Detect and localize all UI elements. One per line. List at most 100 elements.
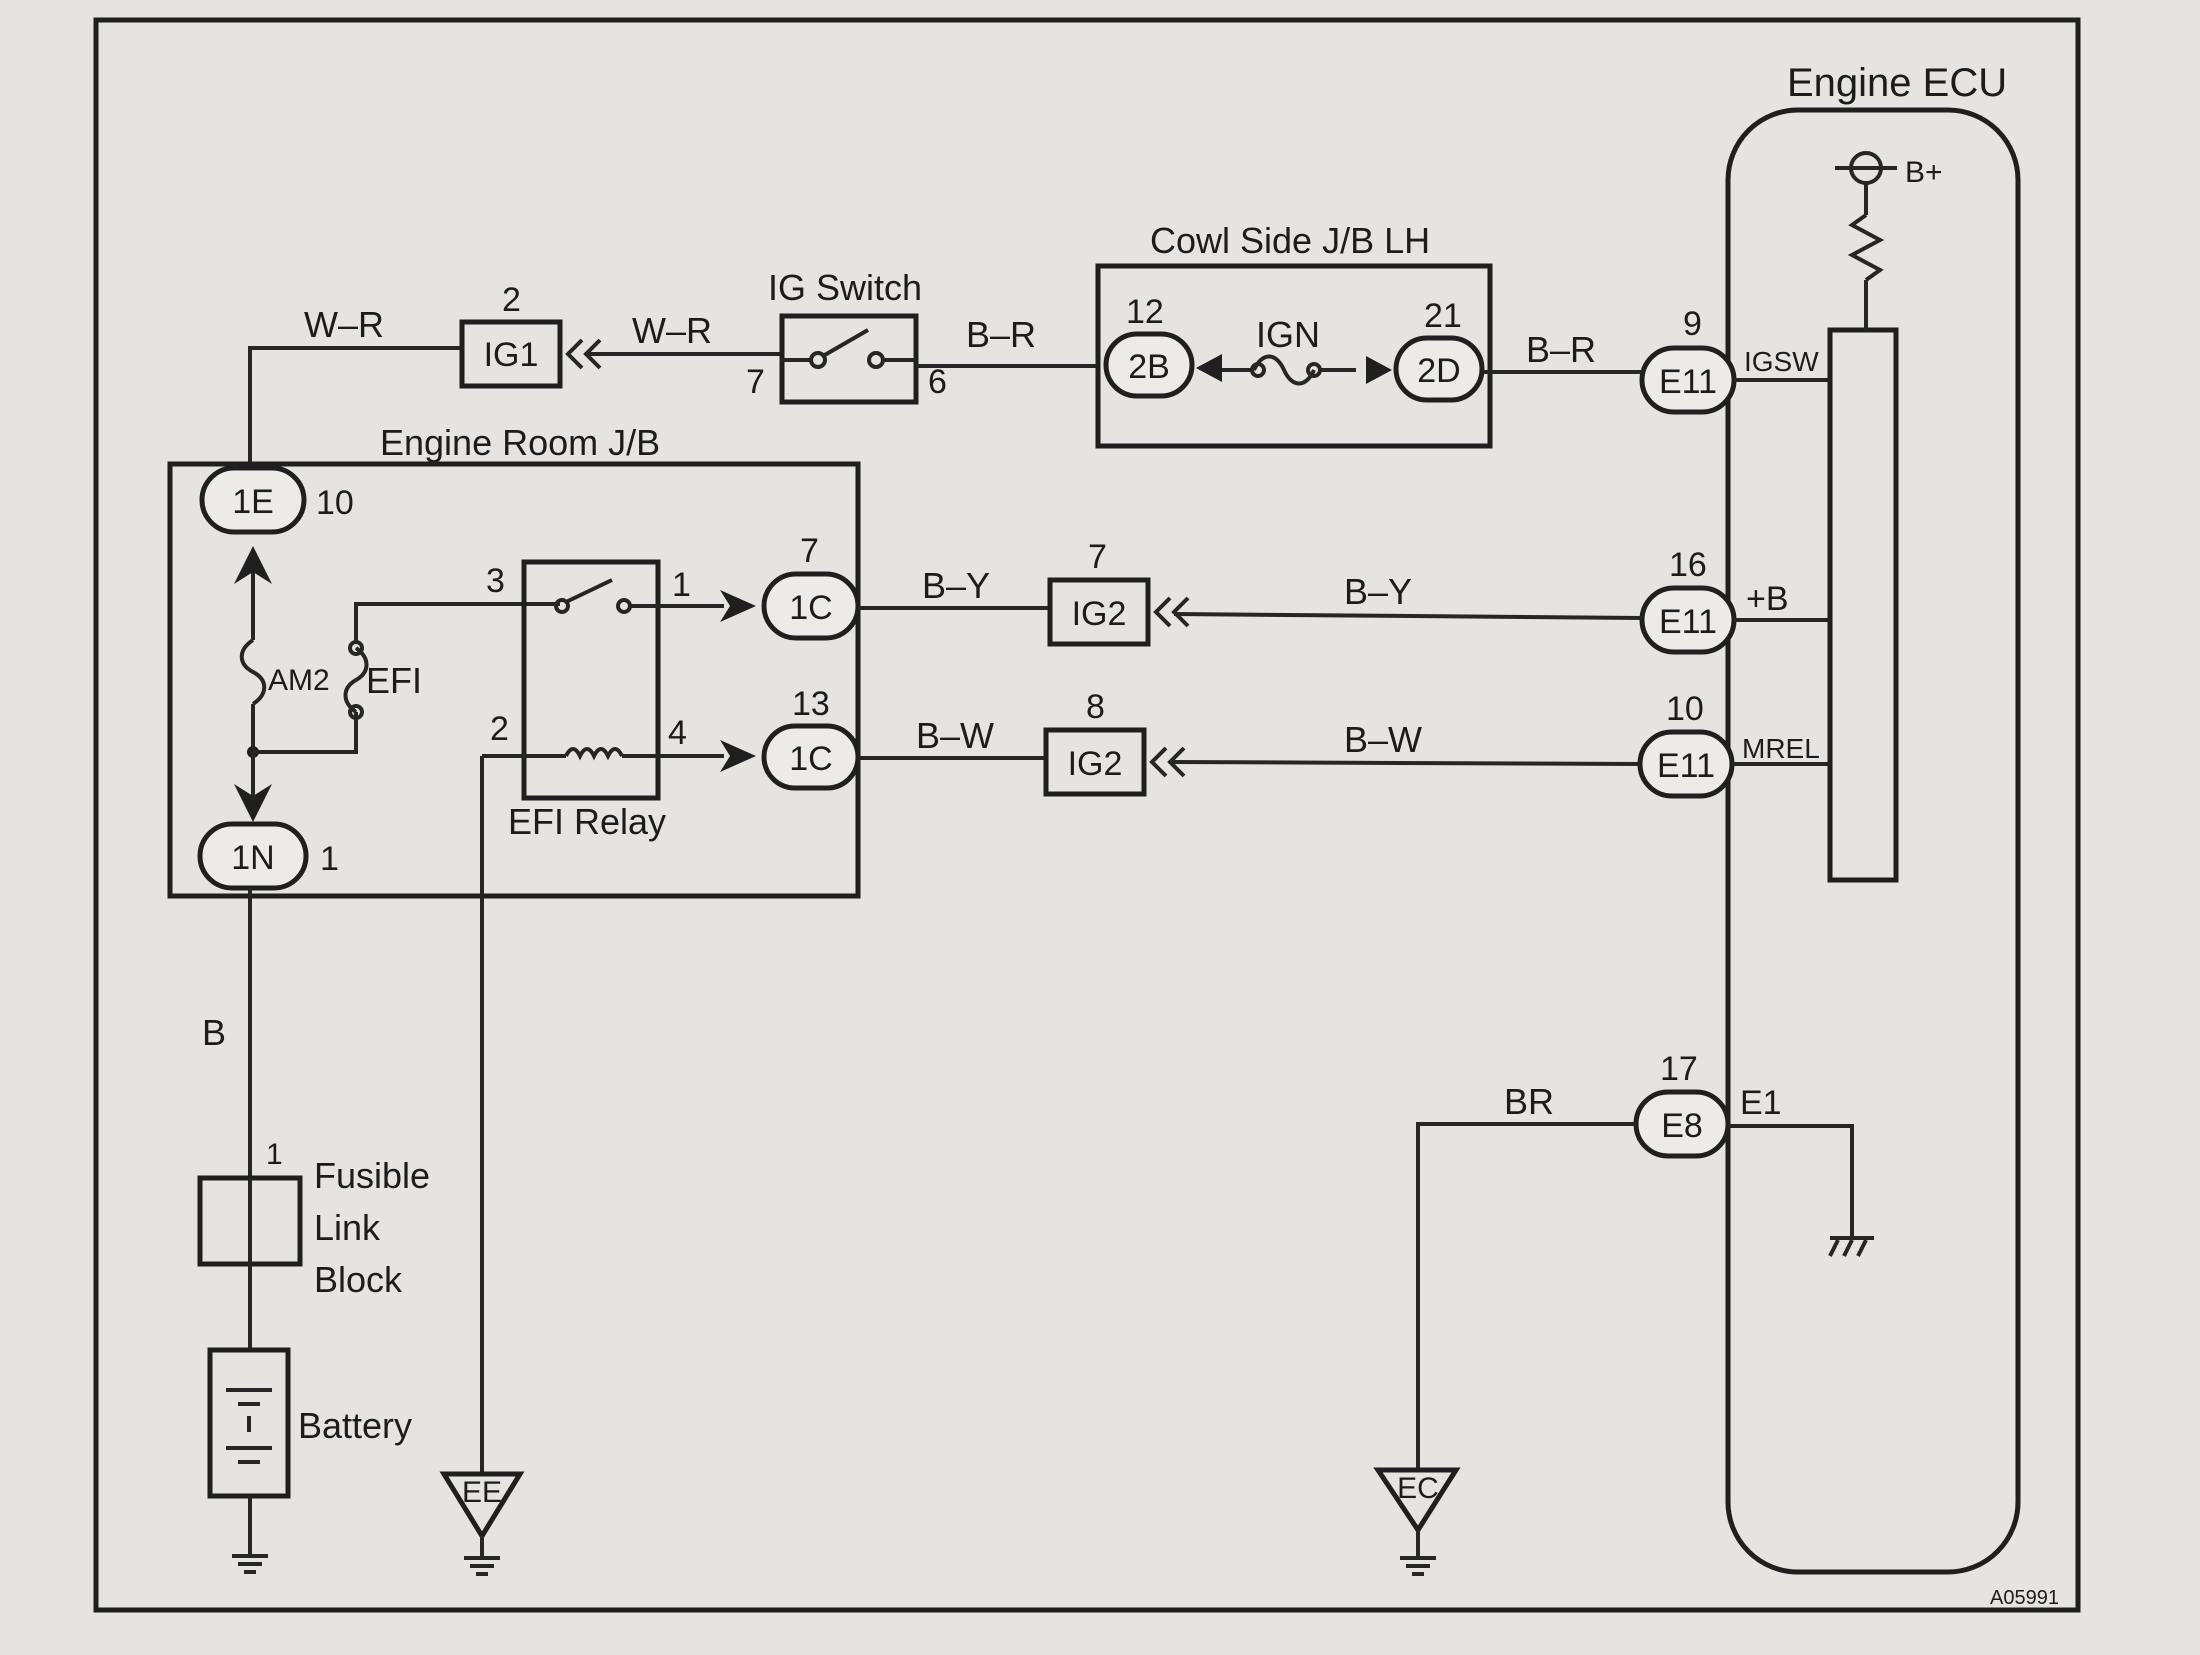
cowl-jb-left-connector-label: 2B xyxy=(1128,348,1170,386)
wire-label-w-r-left: W–R xyxy=(304,304,384,345)
ig2-lower-label: IG2 xyxy=(1068,745,1123,783)
engine-room-jb-box xyxy=(167,461,861,899)
wire-br-ground xyxy=(1416,1122,1636,1470)
ecu-ground-hatch xyxy=(1856,1239,1868,1257)
cowl-jb-right-pin: 21 xyxy=(1424,297,1462,335)
efi-relay-pin-3: 3 xyxy=(486,562,505,600)
ecu-terminal-mrel: 10 E11 MREL xyxy=(1637,690,1830,799)
ig-switch-pin-out: 6 xyxy=(928,363,947,401)
efi-relay-pin-2: 2 xyxy=(490,710,509,748)
ig2-upper-chevron-icon xyxy=(1153,596,1172,628)
ig2-upper-box xyxy=(1047,577,1151,647)
cowl-jb-right-arrow-icon xyxy=(1366,356,1392,384)
cowl-jb-left-arrow-icon xyxy=(1196,354,1222,382)
ign-fuse-icon xyxy=(1252,354,1316,386)
ecu-terminal-e1-pin: 17 xyxy=(1660,1050,1698,1088)
wire-b-w-right xyxy=(1169,760,1641,766)
battery-label: Battery xyxy=(298,1405,412,1446)
cowl-jb-box xyxy=(1095,263,1493,449)
ecu-ground-hatch xyxy=(1842,1239,1854,1257)
ecu-terminal-mrel-connector: E11 xyxy=(1657,747,1715,785)
ground-ee-triangle xyxy=(439,1471,525,1541)
wire-label-br: BR xyxy=(1504,1081,1554,1122)
jb-out-upper-arrow-icon xyxy=(720,590,756,622)
wire-label-w-r-right: W–R xyxy=(632,310,712,351)
efi-fuse-lower-wire xyxy=(253,712,358,754)
efi-fuse-upper-wire xyxy=(354,602,560,642)
wire-b-y-right xyxy=(1173,612,1643,620)
b-plus-label: B+ xyxy=(1905,156,1943,189)
engine-ecu-outline xyxy=(1725,107,2021,1575)
jb-up-arrow-icon xyxy=(234,546,272,584)
wire-label-b-r-left: B–R xyxy=(966,314,1036,355)
ig-switch-lever xyxy=(821,328,870,358)
efi-fuse-terminal xyxy=(348,704,364,720)
am2-fuse-label: AM2 xyxy=(268,664,330,697)
efi-relay-box xyxy=(521,559,661,801)
ground-ec-label: EC xyxy=(1397,1472,1439,1505)
cowl-jb-title: Cowl Side J/B LH xyxy=(1150,220,1430,261)
jb-connector-1c-lower-label: 1C xyxy=(789,740,832,778)
jb-connector-1e-label: 1E xyxy=(232,483,274,521)
wire-label-b: B xyxy=(202,1012,226,1053)
ground-ee-label: EE xyxy=(462,1476,502,1509)
ecu-terminal-igsw-connector: E11 xyxy=(1659,363,1717,401)
ig2-upper-pin: 7 xyxy=(1088,538,1107,576)
resistor-icon xyxy=(1847,213,1885,282)
ecu-terminal-mrel-name: MREL xyxy=(1742,733,1820,764)
efi-relay-contact xyxy=(554,598,570,614)
wire-w-r-left xyxy=(248,346,460,470)
cowl-jb-left-pin: 12 xyxy=(1126,293,1164,331)
jb-out-upper-pin: 7 xyxy=(800,532,819,570)
engine-ecu-internal-block xyxy=(1827,327,1899,883)
wire-label-b-w-right: B–W xyxy=(1344,719,1422,760)
ecu-terminal-e1-connector: E8 xyxy=(1661,1107,1703,1145)
ig2-lower-pin: 8 xyxy=(1086,688,1105,726)
ig-switch-contact xyxy=(867,351,885,369)
jb-connector-1c-upper-label: 1C xyxy=(789,589,832,627)
efi-relay-title: EFI Relay xyxy=(508,801,666,842)
efi-relay-switch-lever xyxy=(565,578,613,604)
ecu-terminal-e1-name: E1 xyxy=(1740,1084,1782,1122)
ig1-label: IG1 xyxy=(484,336,539,374)
jb-connector-1n xyxy=(197,821,309,891)
fusible-link-label-line1: Fusible xyxy=(314,1155,430,1196)
ecu-terminal-igsw-name: IGSW xyxy=(1744,346,1819,377)
ig2-upper-label: IG2 xyxy=(1072,595,1127,633)
cowl-jb-left-connector xyxy=(1103,331,1195,399)
ig1-chevron-icon xyxy=(565,338,584,370)
ecu-terminal-e1: 17 E8 E1 xyxy=(1633,1050,1874,1257)
jb-out-lower-pin: 13 xyxy=(792,685,830,723)
ecu-terminal-plusb-name: +B xyxy=(1746,580,1789,618)
ig2-lower-box xyxy=(1043,727,1147,797)
ground-ec-triangle xyxy=(1373,1467,1461,1535)
figure-code: A05991 xyxy=(1990,1587,2059,1609)
ecu-e1-ground-wire xyxy=(1728,1124,1854,1238)
jb-down-arrow-icon xyxy=(234,784,272,822)
ecu-terminal-plusb-connector: E11 xyxy=(1659,603,1717,641)
ig1-connector-box xyxy=(459,319,563,389)
fusible-link-label-line2: Link xyxy=(314,1207,381,1248)
engine-ecu-title: Engine ECU xyxy=(1787,61,2007,105)
jb-connector-1e xyxy=(199,465,307,535)
jb-connector-1n-label: 1N xyxy=(231,839,274,877)
ig2-lower-chevron-icon xyxy=(1149,746,1168,778)
efi-relay-pin-1: 1 xyxy=(672,566,691,604)
ecu-ground-hatch xyxy=(1828,1239,1840,1257)
ig2-upper-chevron-icon xyxy=(1171,596,1190,628)
efi-fuse-label: EFI xyxy=(366,660,422,701)
ign-fuse-terminal xyxy=(1250,362,1266,378)
wire-label-b-y-left: B–Y xyxy=(922,565,990,606)
fusible-link-pin: 1 xyxy=(266,1138,283,1171)
ecu-terminal-plusb-pin: 16 xyxy=(1669,546,1707,584)
efi-relay-coil-icon xyxy=(564,747,624,761)
ig-switch-title: IG Switch xyxy=(768,267,922,308)
efi-fuse-icon xyxy=(343,646,369,714)
am2-fuse-icon xyxy=(239,638,267,706)
cowl-jb-right-connector xyxy=(1393,335,1485,403)
engine-room-jb-title: Engine Room J/B xyxy=(380,422,660,463)
ecu-terminal-mrel-pin: 10 xyxy=(1666,690,1704,728)
ig1-pin: 2 xyxy=(502,281,521,319)
